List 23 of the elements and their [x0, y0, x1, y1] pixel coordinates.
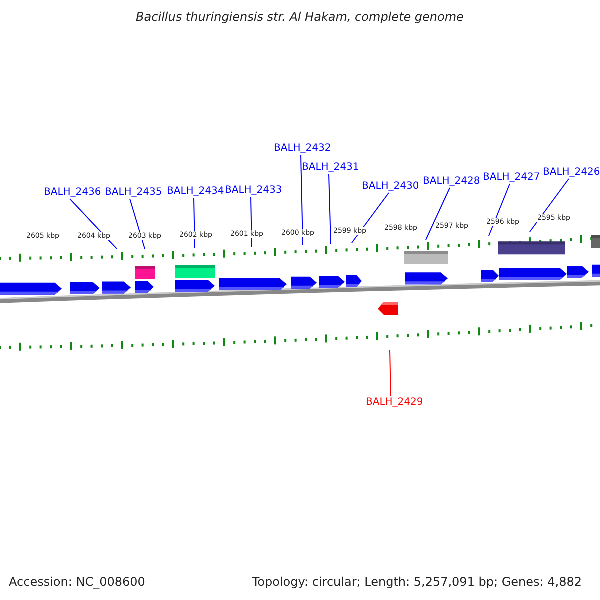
- gene-label: BALH_2435: [105, 187, 162, 199]
- gene-label: BALH_2426: [543, 167, 600, 179]
- gene-label: BALH_2434: [167, 186, 224, 198]
- gene-label: BALH_2433: [225, 185, 282, 197]
- leader-line: [390, 350, 392, 396]
- gene-label: BALH_2430: [362, 181, 420, 193]
- gene-label: BALH_2431: [302, 162, 360, 174]
- gene-label: BALH_2428: [423, 176, 480, 188]
- leader-line: [194, 198, 196, 248]
- title: Bacillus thuringiensis str. Al Hakam, complete genome: [135, 10, 465, 24]
- gene-label: BALH_2432: [274, 143, 332, 155]
- leader-line: [488, 184, 510, 236]
- gene-label: BALH_2429: [366, 397, 424, 409]
- leader-line: [426, 188, 450, 240]
- leader-line: [328, 174, 332, 244]
- leader-line: [250, 196, 252, 248]
- leader-line: [300, 154, 304, 246]
- leader-line: [530, 178, 570, 232]
- leader-line: [130, 198, 146, 250]
- gene-label: BALH_2436: [44, 187, 102, 199]
- genome-info-text: Topology: circular; Length: 5,257,091 bp; Genes: 4,882: [252, 575, 582, 589]
- accession-text: Accession: NC_008600: [9, 575, 146, 589]
- gene-label: BALH_2427: [483, 172, 540, 184]
